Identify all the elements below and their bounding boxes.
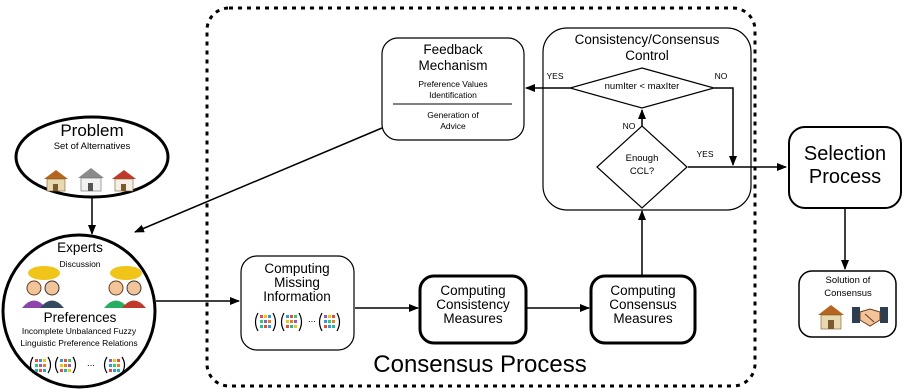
missing-line-1: Computing <box>264 261 330 276</box>
arrow-numiter-no <box>714 87 737 166</box>
selection-process-node <box>788 126 902 209</box>
missing-line-3: Information <box>263 289 331 304</box>
feedback-item2-2: Advice <box>440 121 466 131</box>
house-icon <box>44 170 68 192</box>
consistency-line-2: Consistency <box>436 297 510 312</box>
expert-avatar-icon <box>22 266 64 308</box>
handshake-icon <box>852 307 888 327</box>
preference-matrix-icon <box>29 356 52 374</box>
experts-matrix-ellipsis: ... <box>87 358 95 369</box>
preference-matrix-icon <box>280 312 303 332</box>
control-title-1: Consistency/Consensus <box>574 32 720 47</box>
selection-line-2: Process <box>808 166 882 188</box>
solution-line-1: Solution of <box>825 275 871 286</box>
expert-avatar-icon <box>104 266 146 308</box>
feedback-item2-1: Generation of <box>427 110 479 120</box>
experts-relations-2: Linguistic Preference Relations <box>20 338 138 348</box>
control-title-2: Control <box>625 48 669 63</box>
solution-line-2: Consensus <box>824 288 872 299</box>
numiter-yes-label: YES <box>546 71 564 81</box>
consistency-measures-node <box>418 274 528 345</box>
consistency-line-1: Computing <box>440 283 506 298</box>
decision-ccl-label-2: CCL? <box>629 166 655 177</box>
control-node <box>542 27 752 211</box>
feedback-item1-2: Identification <box>429 90 477 100</box>
experts-discussion: Discussion <box>59 259 101 269</box>
consensus-process-boundary <box>205 6 757 388</box>
feedback-title-2: Mechanism <box>418 58 488 73</box>
decision-ccl-label-1: Enough <box>625 153 659 164</box>
consensus-line-3: Measures <box>613 311 673 326</box>
consensus-process-label: Consensus Process <box>373 351 587 378</box>
consensus-line-2: Consensus <box>609 297 677 312</box>
house-icon <box>818 305 844 330</box>
consistency-line-3: Measures <box>443 311 503 326</box>
arrow-feedback-to-experts <box>134 127 383 233</box>
preference-matrix-icon <box>103 356 126 374</box>
house-icon <box>78 168 104 192</box>
preference-matrix-icon <box>54 356 77 374</box>
consensus-measures-node <box>589 274 697 345</box>
feedback-mechanism-node <box>381 37 525 141</box>
decision-enough-ccl <box>596 125 688 209</box>
ccl-no-label: NO <box>622 121 636 131</box>
experts-title: Experts <box>57 240 103 255</box>
preference-matrix-icon <box>254 312 277 332</box>
feedback-title-1: Feedback <box>423 42 483 57</box>
feedback-item1-1: Preference Values <box>418 79 488 89</box>
experts-preferences: Preferences <box>43 310 117 325</box>
problem-subtitle: Set of Alternatives <box>53 141 131 152</box>
missing-matrix-ellipsis: ... <box>308 314 316 325</box>
decision-numiter-label: numIter < maxIter <box>604 81 680 92</box>
ccl-yes-label: YES <box>696 149 714 159</box>
numiter-no-label: NO <box>714 71 728 81</box>
decision-numiter <box>567 67 717 109</box>
preference-matrix-icon <box>318 312 341 332</box>
house-icon <box>112 170 136 192</box>
consensus-line-1: Computing <box>610 283 676 298</box>
missing-line-2: Missing <box>274 275 320 290</box>
experts-relations-1: Incomplete Unbalanced Fuzzy <box>21 326 137 336</box>
selection-line-1: Selection <box>803 143 887 165</box>
problem-title: Problem <box>60 121 124 140</box>
